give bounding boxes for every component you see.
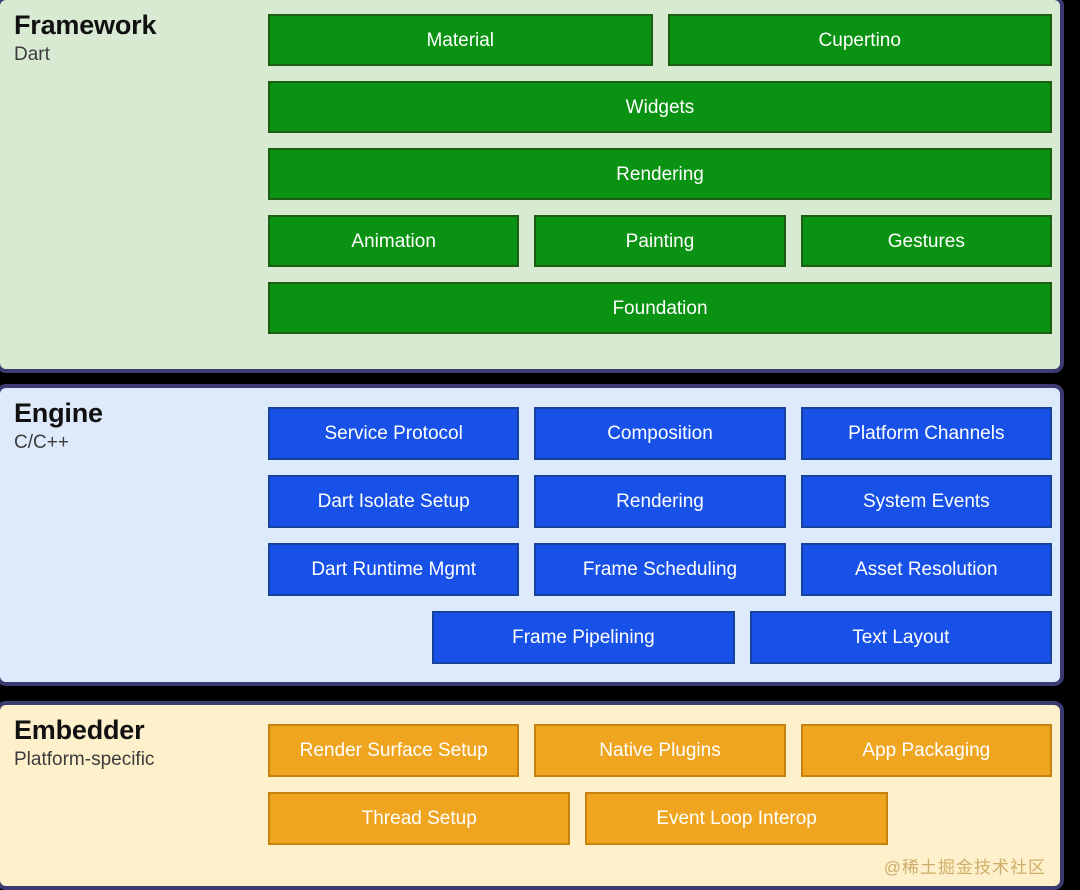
layer-engine: Engine C/C++ Service Protocol Compositio…: [0, 384, 1064, 686]
box-thread-setup[interactable]: Thread Setup: [268, 792, 571, 845]
box-text-layout[interactable]: Text Layout: [749, 611, 1053, 664]
layer-engine-heading: Engine C/C++: [14, 398, 244, 456]
embedder-row-2: Thread Setup Event Loop Interop: [268, 792, 1052, 845]
layer-framework-boxes: Material Cupertino Widgets Rendering Ani…: [268, 14, 1052, 349]
watermark: @稀土掘金技术社区: [883, 858, 1046, 877]
box-system-events[interactable]: System Events: [800, 475, 1052, 528]
framework-row-2: Widgets: [268, 81, 1052, 133]
layer-engine-boxes: Service Protocol Composition Platform Ch…: [268, 407, 1053, 679]
engine-row-1: Service Protocol Composition Platform Ch…: [268, 407, 1052, 460]
box-service-protocol[interactable]: Service Protocol: [268, 407, 520, 460]
box-rendering-framework[interactable]: Rendering: [268, 148, 1052, 200]
layer-framework-subtitle: Dart: [14, 43, 50, 65]
framework-row-3: Rendering: [268, 148, 1052, 200]
layer-engine-subtitle: C/C++: [14, 431, 69, 453]
box-foundation[interactable]: Foundation: [268, 282, 1052, 334]
box-render-surface-setup[interactable]: Render Surface Setup: [268, 724, 520, 777]
embedder-row-2-spacer: [903, 792, 1052, 845]
box-event-loop-interop[interactable]: Event Loop Interop: [585, 792, 888, 845]
box-widgets[interactable]: Widgets: [268, 81, 1052, 133]
layer-embedder-subtitle: Platform-specific: [14, 748, 155, 770]
layer-framework: Framework Dart Material Cupertino Widget…: [0, 0, 1064, 373]
layer-embedder-heading: Embedder Platform-specific: [14, 715, 244, 773]
box-composition[interactable]: Composition: [534, 407, 786, 460]
layer-framework-heading: Framework Dart: [14, 10, 244, 68]
box-app-packaging[interactable]: App Packaging: [800, 724, 1052, 777]
framework-row-4: Animation Painting Gestures: [268, 215, 1052, 267]
box-rendering-engine[interactable]: Rendering: [534, 475, 786, 528]
embedder-row-1: Render Surface Setup Native Plugins App …: [268, 724, 1052, 777]
layer-framework-title: Framework: [14, 10, 157, 40]
box-material[interactable]: Material: [268, 14, 653, 66]
box-frame-pipelining[interactable]: Frame Pipelining: [432, 611, 735, 664]
engine-row-4-spacer: [268, 611, 417, 664]
layer-embedder-boxes: Render Surface Setup Native Plugins App …: [268, 724, 1052, 860]
layer-embedder: Embedder Platform-specific Render Surfac…: [0, 701, 1064, 890]
box-frame-scheduling[interactable]: Frame Scheduling: [534, 543, 786, 596]
box-cupertino[interactable]: Cupertino: [667, 14, 1052, 66]
layer-engine-title: Engine: [14, 398, 103, 428]
box-dart-isolate-setup[interactable]: Dart Isolate Setup: [268, 475, 520, 528]
box-asset-resolution[interactable]: Asset Resolution: [800, 543, 1052, 596]
engine-row-4: Frame Pipelining Text Layout: [268, 611, 1053, 664]
box-painting[interactable]: Painting: [534, 215, 786, 267]
engine-row-3: Dart Runtime Mgmt Frame Scheduling Asset…: [268, 543, 1052, 596]
framework-row-1: Material Cupertino: [268, 14, 1052, 66]
engine-row-2: Dart Isolate Setup Rendering System Even…: [268, 475, 1052, 528]
framework-row-5: Foundation: [268, 282, 1052, 334]
box-dart-runtime-mgmt[interactable]: Dart Runtime Mgmt: [268, 543, 520, 596]
box-native-plugins[interactable]: Native Plugins: [534, 724, 786, 777]
box-gestures[interactable]: Gestures: [800, 215, 1052, 267]
box-animation[interactable]: Animation: [268, 215, 520, 267]
layer-embedder-title: Embedder: [14, 715, 145, 745]
box-platform-channels[interactable]: Platform Channels: [800, 407, 1052, 460]
